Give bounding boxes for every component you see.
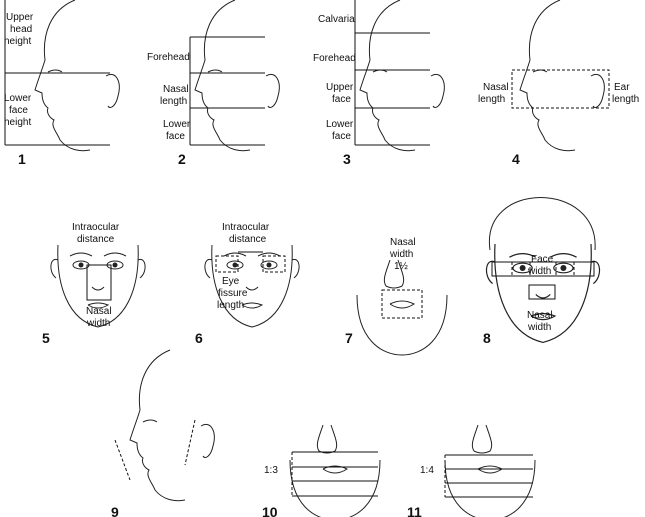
label-upper: Upper	[326, 82, 354, 93]
label-intraocular: Intraocular	[72, 222, 120, 233]
panel-number: 9	[111, 504, 119, 517]
label-length: length	[478, 94, 505, 105]
label-ratio: 1:4	[420, 465, 434, 476]
panel-1: Upper head height Lower face height 1	[4, 0, 120, 167]
label-lower: Lower	[4, 93, 32, 104]
label-face: Face	[531, 254, 554, 265]
label-upper: Upper	[6, 12, 34, 23]
panel-8: Face width Nasal width 8	[483, 197, 601, 346]
label-nasal: Nasal	[483, 82, 509, 93]
label-length: length	[612, 94, 639, 105]
panel-4: Nasal length Ear length 4	[478, 0, 639, 167]
panel-number: 6	[195, 330, 203, 346]
label-ratio: 1:3	[264, 465, 278, 476]
panel-number: 11	[407, 504, 422, 517]
label-lower: Lower	[326, 119, 354, 130]
panel-number: 5	[42, 330, 50, 346]
panel-2: Forehead Nasal length Lower face 2	[147, 0, 280, 167]
label-length: length	[160, 96, 187, 107]
label-nasal: Nasal	[163, 84, 189, 95]
panel-number: 1	[18, 151, 26, 167]
label-intraocular: Intraocular	[222, 222, 270, 233]
panel-6: Intraocular distance Eye fissure length …	[195, 222, 300, 346]
label-height: height	[4, 36, 31, 47]
panel-number: 10	[262, 504, 278, 517]
label-nasal: Nasal	[527, 310, 553, 321]
label-width: width	[527, 266, 551, 277]
label-width: width	[527, 322, 551, 333]
panel-7: Nasal width 1½ 7	[345, 237, 448, 356]
label-face: face	[166, 131, 185, 142]
label-distance: distance	[77, 234, 115, 245]
panel-3: Calvaria Forehead Upper face Lower face …	[313, 0, 445, 167]
label-nasal: Nasal	[390, 237, 416, 248]
panel-number: 7	[345, 330, 353, 346]
label-width: width	[389, 249, 413, 260]
panel-number: 4	[512, 151, 520, 167]
label-face: face	[332, 131, 351, 142]
label-nasal: Nasal	[86, 306, 112, 317]
label-ear: Ear	[614, 82, 630, 93]
label-forehead: Forehead	[147, 52, 190, 63]
panel-number: 3	[343, 151, 351, 167]
panel-10: 1:3 10	[262, 424, 381, 517]
label-calvaria: Calvaria	[318, 14, 355, 25]
panel-9: 9	[111, 349, 215, 517]
label-eye: Eye	[222, 276, 240, 287]
panel-11: 1:4 11	[407, 424, 536, 517]
label-fraction: 1½	[394, 261, 409, 272]
label-height: height	[4, 117, 31, 128]
label-distance: distance	[229, 234, 267, 245]
label-fissure: fissure	[218, 288, 248, 299]
panel-5: Intraocular distance Nasal width 5	[42, 222, 146, 346]
label-lower: Lower	[163, 119, 191, 130]
label-face: face	[9, 105, 28, 116]
label-forehead: Forehead	[313, 53, 356, 64]
label-width: width	[86, 318, 110, 329]
label-head: head	[10, 24, 32, 35]
label-length: length	[217, 300, 244, 311]
panel-number: 8	[483, 330, 491, 346]
label-face: face	[332, 94, 351, 105]
panel-number: 2	[178, 151, 186, 167]
